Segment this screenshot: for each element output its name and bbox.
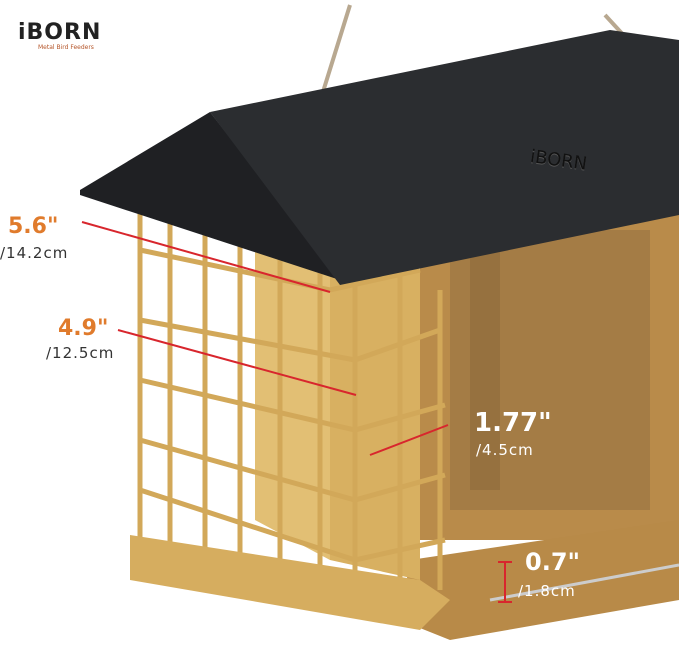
roof-left	[80, 112, 340, 280]
dimension-width-metric: /14.2cm	[0, 244, 69, 262]
perch-bar	[489, 563, 679, 602]
dimension-tray-imperial: 0.7"	[525, 548, 581, 576]
roof	[210, 30, 679, 285]
dimension-depth-metric: /4.5cm	[476, 441, 534, 459]
dimension-tray-metric: /1.8cm	[518, 582, 576, 600]
seed-tray	[400, 520, 679, 640]
suet-block	[255, 180, 330, 560]
dimension-lines	[81, 221, 512, 603]
cage-base	[130, 535, 450, 630]
dimension-width-imperial: 5.6"	[8, 214, 59, 239]
brand-logo: iBORN	[18, 20, 102, 45]
dimension-cage-imperial: 4.9"	[58, 316, 109, 341]
dimension-cage-metric: /12.5cm	[46, 344, 115, 362]
suet-cage	[137, 190, 446, 600]
dimension-depth-imperial: 1.77"	[474, 408, 552, 438]
brand-tagline: Metal Bird Feeders	[38, 44, 94, 51]
